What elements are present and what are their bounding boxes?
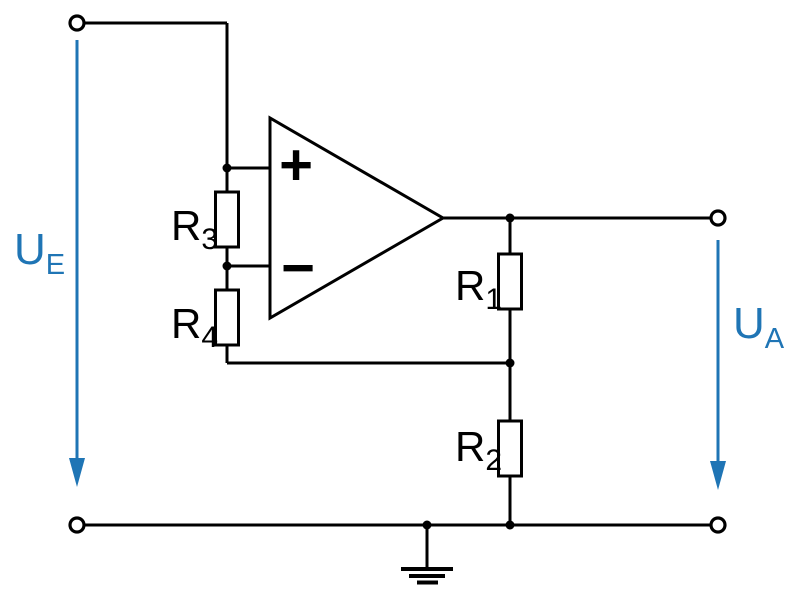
output-voltage-arrow bbox=[710, 240, 726, 490]
junction-dot bbox=[505, 358, 515, 368]
input-voltage-label: UE bbox=[14, 225, 65, 281]
opamp-minus-input-label: − bbox=[281, 236, 315, 301]
junction-dot bbox=[222, 261, 232, 271]
resistor-r3-label: R3 bbox=[171, 202, 218, 256]
ground-icon bbox=[401, 525, 453, 585]
junction-dot bbox=[222, 163, 232, 173]
terminal-output-bottom bbox=[709, 516, 727, 534]
opamp-triangle bbox=[268, 115, 446, 321]
output-voltage-label: UA bbox=[733, 299, 785, 355]
junction-dots bbox=[222, 163, 515, 530]
resistor-r4-body bbox=[214, 288, 240, 347]
resistor-r4-label: R4 bbox=[171, 300, 218, 354]
input-voltage-arrow bbox=[69, 40, 85, 487]
resistor-r2-body bbox=[497, 419, 523, 478]
resistor-r2-label: R2 bbox=[455, 423, 502, 477]
arrow-down-icon bbox=[710, 461, 726, 490]
opamp-plus-input-label: + bbox=[279, 133, 313, 198]
wires bbox=[84, 21, 711, 527]
terminal-output-top bbox=[709, 209, 727, 227]
resistor-r3-body bbox=[214, 190, 240, 249]
terminal-input-bottom bbox=[68, 516, 86, 534]
resistor-r1-body bbox=[497, 252, 523, 311]
junction-dot bbox=[505, 520, 515, 530]
resistor-r1-label: R1 bbox=[455, 262, 502, 316]
terminal-input-top bbox=[68, 14, 86, 32]
junction-dot bbox=[505, 213, 515, 223]
arrow-down-icon bbox=[69, 458, 85, 487]
